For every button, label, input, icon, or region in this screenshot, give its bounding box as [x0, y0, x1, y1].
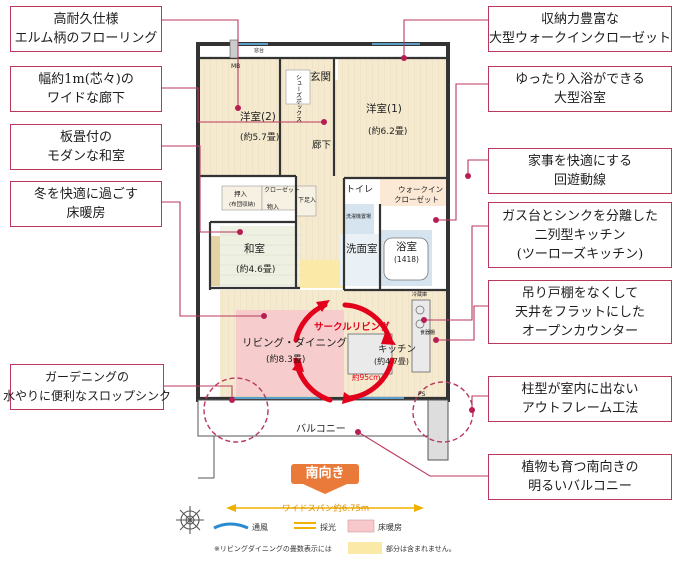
- callout-line: 高耐久仕様: [53, 12, 119, 27]
- label-reizoko: 冷蔵庫: [412, 291, 427, 298]
- callout-line: アウトフレーム工法: [521, 401, 639, 416]
- callout-walkin: 収納力豊富な 大型ウォークインクローゼット: [488, 6, 672, 52]
- callout-flooring: 高耐久仕様 エルム柄のフローリング: [10, 6, 162, 52]
- label-ps: PS: [418, 391, 426, 398]
- callout-line: (ツーローズキッチン): [516, 246, 644, 262]
- callout-line: エルム柄のフローリング: [14, 31, 158, 46]
- label-yoshitsu1-size: (約6.2畳): [368, 125, 407, 137]
- label-senmen: 洗面室: [346, 242, 378, 255]
- callout-line: 柱型が室内に出ない: [521, 382, 639, 397]
- legend-note-pre: ※リビングダイニングの畳数表示には: [214, 545, 332, 553]
- callout-line: ワイドな廊下: [46, 91, 125, 106]
- callout-line: 明るいバルコニー: [528, 479, 632, 494]
- label-dim95: 約95cm: [352, 372, 380, 382]
- label-yokushitsu: 浴室: [396, 240, 417, 253]
- label-closet: クローゼット: [264, 186, 300, 194]
- callout-washitsu: 板畳付の モダンな和室: [10, 124, 162, 170]
- label-oshiire: 押入: [234, 189, 248, 198]
- label-kitchen: キッチン: [378, 344, 416, 355]
- label-washitsu: 和室: [244, 242, 265, 255]
- callout-line: ゆったり入浴ができる: [515, 72, 645, 87]
- label-yokushitsu-size: (1418): [394, 255, 419, 264]
- callout-line: 大型浴室: [553, 91, 606, 106]
- callout-line: オープンカウンター: [521, 323, 639, 339]
- label-wic: ウォークイン: [398, 185, 443, 194]
- label-oshiire2: (布団収納): [229, 200, 255, 208]
- callout-line: 家事を快適にする: [527, 154, 633, 169]
- callout-line: 植物も育つ南向きの: [521, 460, 639, 475]
- light-icon: [294, 522, 316, 529]
- callout-line: 二列型キッチン: [534, 227, 626, 243]
- callout-line: 板畳付の: [59, 130, 112, 145]
- excluded-swatch: [348, 542, 382, 554]
- callout-line: 天井をフラットにした: [514, 304, 645, 320]
- callout-line: 大型ウォークインクローゼット: [489, 31, 672, 46]
- wind-icon: [213, 522, 249, 530]
- label-circle-living: サークルリビング: [314, 321, 390, 333]
- label-kitchen-size: (約4.7畳): [374, 356, 409, 366]
- callout-bath: ゆったり入浴ができる 大型浴室: [488, 66, 672, 112]
- label-window: 窓台: [254, 47, 264, 54]
- label-yuka: 物入: [267, 203, 279, 211]
- label-shitagoshi: 下足入: [298, 197, 316, 204]
- legend-wind: 通風: [252, 523, 268, 532]
- label-shokki: 食器棚: [420, 329, 435, 336]
- callout-balcony: 植物も育つ南向きの 明るいバルコニー: [488, 454, 672, 500]
- compass-icon: [176, 506, 204, 534]
- callout-line: 水やりに便利なスロップシンク: [3, 389, 172, 403]
- legend-light: 採光: [320, 523, 336, 532]
- width-span-label: ワイドスパン約6.75m: [282, 504, 370, 514]
- floorheat-swatch: [347, 519, 375, 533]
- callout-line: 冬を快適に過ごす: [33, 187, 139, 202]
- callout-line: モダンな和室: [46, 149, 125, 164]
- callout-line: 吊り戸棚をなくして: [521, 285, 639, 301]
- callout-line: 幅約1m(芯々)の: [38, 72, 134, 87]
- label-genkan: 玄関: [310, 70, 331, 83]
- callout-line: 収納力豊富な: [540, 12, 619, 27]
- label-balcony: バルコニー: [296, 423, 346, 435]
- label-yoshitsu2: 洋室(2): [240, 110, 276, 123]
- callout-line: 回遊動線: [553, 173, 606, 188]
- label-ld: リビング・ダイニング: [242, 336, 347, 349]
- callout-kitchen2: ガス台とシンクを分離した 二列型キッチン (ツーローズキッチン): [488, 202, 672, 268]
- label-yoshitsu2-size: (約5.7畳): [240, 131, 279, 143]
- label-wic2: クローゼット: [394, 194, 439, 204]
- label-washitsu-size: (約4.6畳): [236, 263, 275, 275]
- label-mb: MB: [231, 63, 240, 70]
- label-toilet: トイレ: [346, 185, 373, 195]
- south-facing-badge: 南向き: [291, 464, 359, 484]
- callout-line: ガーデニングの: [44, 370, 129, 384]
- label-yoshitsu1: 洋室(1): [366, 102, 402, 115]
- label-ld-size: (約8.3畳): [266, 353, 305, 365]
- south-arrow-icon: [303, 484, 347, 494]
- callout-circulation: 家事を快適にする 回遊動線: [488, 148, 672, 194]
- callout-gardening: ガーデニングの 水やりに便利なスロップシンク: [3, 364, 171, 410]
- callout-outframe: 柱型が室内に出ない アウトフレーム工法: [488, 376, 672, 422]
- legend-note-post: 部分は含まれません。: [386, 545, 456, 553]
- callout-line: 床暖房: [66, 206, 106, 221]
- label-washer: 洗濯機置場: [346, 213, 371, 220]
- callout-floorheat: 冬を快適に過ごす 床暖房: [10, 181, 162, 227]
- callout-corridor: 幅約1m(芯々)の ワイドな廊下: [10, 66, 162, 112]
- callout-line: ガス台とシンクを分離した: [501, 208, 658, 224]
- legend-floorheat: 床暖房: [378, 523, 402, 532]
- callout-counter: 吊り戸棚をなくして 天井をフラットにした オープンカウンター: [488, 280, 672, 344]
- label-shoes: シューズボックス: [295, 74, 302, 122]
- label-roka: 廊下: [312, 139, 331, 151]
